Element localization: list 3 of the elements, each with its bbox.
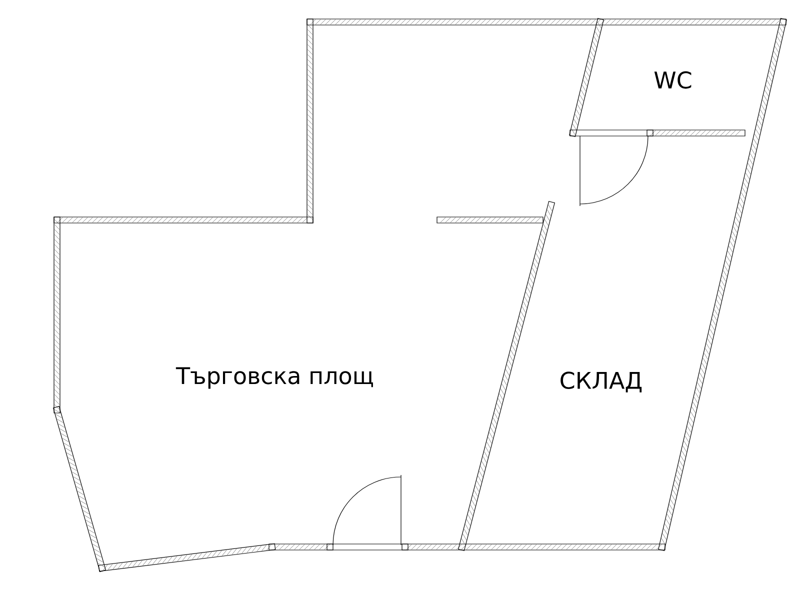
room-label: WC bbox=[654, 71, 692, 89]
room-label: СКЛАД bbox=[560, 372, 642, 392]
room-label: Търговска площ bbox=[176, 367, 373, 389]
